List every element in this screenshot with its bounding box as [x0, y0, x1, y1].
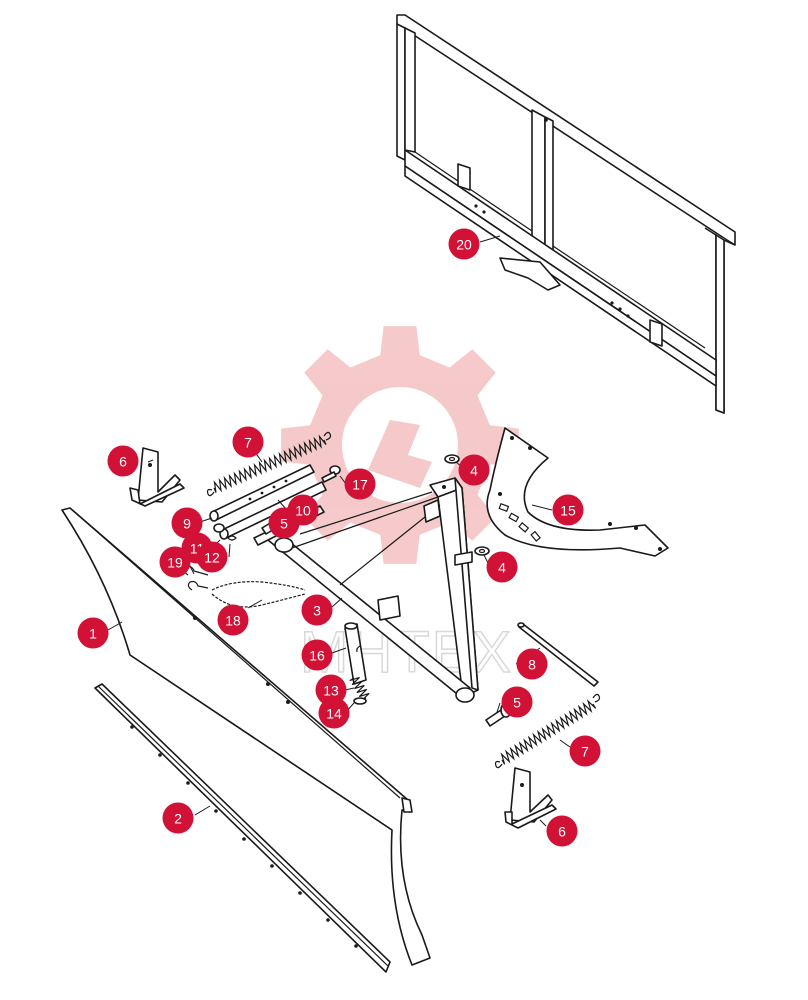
callout-label: 17 [352, 477, 368, 493]
callout-badge-4: 4 [486, 551, 518, 583]
callout-label: 6 [119, 454, 127, 470]
callout-badge-2: 2 [162, 802, 194, 834]
callout-label: 4 [498, 560, 506, 576]
spring-lower [494, 693, 601, 769]
callout-label: 12 [204, 550, 220, 566]
callout-circle [569, 735, 601, 767]
callout-circle [217, 604, 249, 636]
callout-circle [344, 468, 376, 500]
spring-upper [206, 431, 332, 497]
clevis-pin [321, 465, 341, 483]
callout-circle [107, 445, 139, 477]
callout-label: 14 [326, 706, 342, 722]
long-rod [517, 622, 599, 687]
callout-label: 7 [244, 435, 252, 451]
chain [211, 581, 306, 608]
skid-shoe-left [129, 447, 185, 507]
callout-circle [315, 674, 347, 706]
callout-label: 2 [174, 811, 182, 827]
callout-badge-6: 6 [546, 815, 578, 847]
callout-circle [301, 594, 333, 626]
callout-label: 9 [183, 516, 191, 532]
callout-label: 6 [558, 824, 566, 840]
callout-circle [77, 617, 109, 649]
callout-label: 15 [560, 503, 576, 519]
small-spring [349, 676, 370, 705]
callout-circle [516, 648, 548, 680]
callout-circle [546, 815, 578, 847]
callout-badge-4: 4 [458, 454, 490, 486]
callout-circle [448, 228, 480, 260]
cutting-edge [94, 683, 391, 973]
callout-badge-18: 18 [217, 604, 249, 636]
push-frame [267, 477, 479, 703]
callout-circle [501, 686, 533, 718]
blade [61, 507, 431, 966]
callout-circle [318, 697, 350, 729]
callout-badge-5: 5 [501, 686, 533, 718]
callout-circle [301, 639, 333, 671]
callout-badge-16: 16 [301, 639, 333, 671]
callout-badge-13: 13 [315, 674, 347, 706]
callout-badge-20: 20 [448, 228, 480, 260]
callout-badge-19: 19 [159, 546, 191, 578]
callout-badge-10: 10 [287, 494, 319, 526]
callout-label: 4 [470, 463, 478, 479]
callout-circle [162, 802, 194, 834]
callout-label: 3 [313, 603, 321, 619]
callout-label: 5 [513, 695, 521, 711]
callout-label: 5 [280, 516, 288, 532]
callout-label: 18 [225, 613, 241, 629]
callout-circle [287, 494, 319, 526]
callout-badge-3: 3 [301, 594, 333, 626]
callout-badge-15: 15 [552, 494, 584, 526]
callout-circle [552, 494, 584, 526]
callout-label: 1 [89, 626, 97, 642]
callout-label: 16 [309, 648, 325, 664]
callout-label: 20 [456, 237, 472, 253]
callout-circle [232, 426, 264, 458]
washer-upper [444, 454, 460, 464]
callout-badge-12: 12 [196, 541, 228, 573]
callout-badge-7: 7 [232, 426, 264, 458]
callout-circle [196, 541, 228, 573]
callout-circle [159, 546, 191, 578]
callout-label: 13 [323, 683, 339, 699]
quadrant-plate [486, 427, 669, 557]
skid-shoe-right [504, 767, 557, 829]
callout-badge-7: 7 [569, 735, 601, 767]
callout-badge-1: 1 [77, 617, 109, 649]
callout-circle [171, 507, 203, 539]
washer-lower [474, 546, 490, 556]
mounting-frame [396, 14, 736, 414]
callout-circle [458, 454, 490, 486]
callout-label: 7 [581, 744, 589, 760]
callout-badge-8: 8 [516, 648, 548, 680]
callout-badge-17: 17 [344, 468, 376, 500]
pivot-pin [344, 622, 367, 685]
callout-badge-6: 6 [107, 445, 139, 477]
callout-label: 8 [528, 657, 536, 673]
callout-label: 19 [167, 555, 183, 571]
callout-badge-9: 9 [171, 507, 203, 539]
callout-label: 10 [295, 503, 311, 519]
callout-badge-14: 14 [318, 697, 350, 729]
callout-circle [486, 551, 518, 583]
